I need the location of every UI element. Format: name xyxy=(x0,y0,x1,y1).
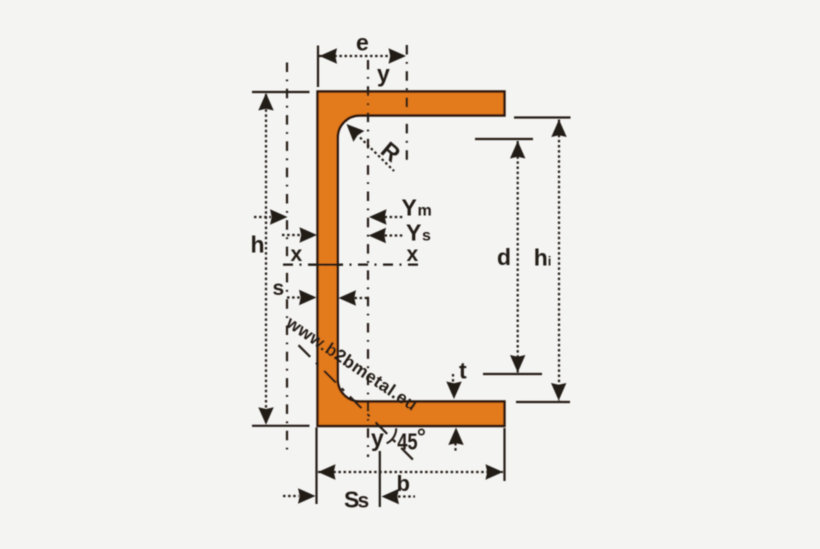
svg-text:x: x xyxy=(291,243,303,266)
svg-text:s: s xyxy=(273,277,285,300)
svg-text:b: b xyxy=(397,471,410,496)
svg-text:s: s xyxy=(422,228,431,245)
svg-text:m: m xyxy=(418,203,432,220)
svg-text:x: x xyxy=(407,243,419,266)
svg-text:h: h xyxy=(251,232,265,258)
svg-text:45: 45 xyxy=(397,429,417,454)
svg-text:Y: Y xyxy=(402,195,417,221)
svg-text:s: s xyxy=(358,490,370,513)
svg-text:d: d xyxy=(497,244,511,270)
svg-text:h: h xyxy=(534,244,548,270)
svg-text:t: t xyxy=(459,358,467,384)
svg-text:S: S xyxy=(344,487,359,513)
svg-text:y: y xyxy=(377,61,390,87)
svg-text:y: y xyxy=(371,425,384,451)
svg-text:i: i xyxy=(548,253,552,268)
svg-text:e: e xyxy=(356,30,369,56)
svg-text:Y: Y xyxy=(406,220,421,246)
